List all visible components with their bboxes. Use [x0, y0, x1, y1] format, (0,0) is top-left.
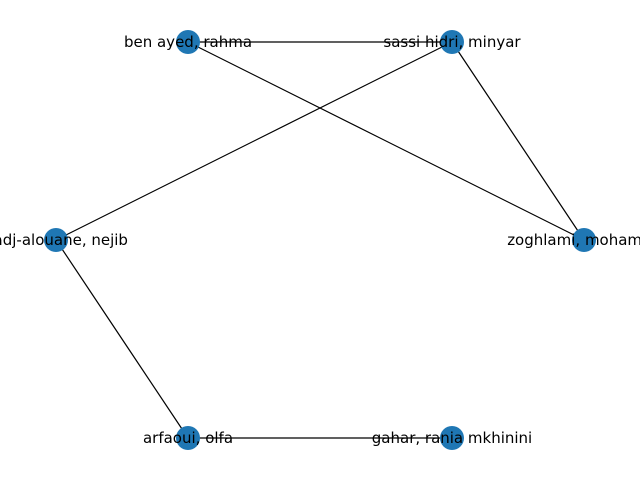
edge-n3-n5 [55, 239, 189, 439]
node-label: hadj-alouane, nejib [0, 231, 128, 249]
node-label: gahar, rania mkhinini [372, 429, 532, 447]
graph-node [44, 228, 68, 252]
labels-layer: ben ayed, rahma sassi hidri, minyar hadj-a… [0, 33, 640, 447]
nodes-layer [44, 30, 596, 450]
node-label: arfaoui, olfa [143, 429, 233, 447]
edge-n1-n4 [187, 41, 585, 241]
graph-node [176, 426, 200, 450]
graph-node [440, 426, 464, 450]
edge-n2-n3 [55, 41, 453, 241]
node-label: sassi hidri, minyar [383, 33, 521, 51]
graph-node [176, 30, 200, 54]
graph-node [440, 30, 464, 54]
edges-layer [55, 41, 585, 439]
edge-n2-n4 [451, 41, 585, 241]
graph-node [572, 228, 596, 252]
node-label: zoghlami, mohamed [507, 231, 640, 249]
node-label: ben ayed, rahma [124, 33, 252, 51]
